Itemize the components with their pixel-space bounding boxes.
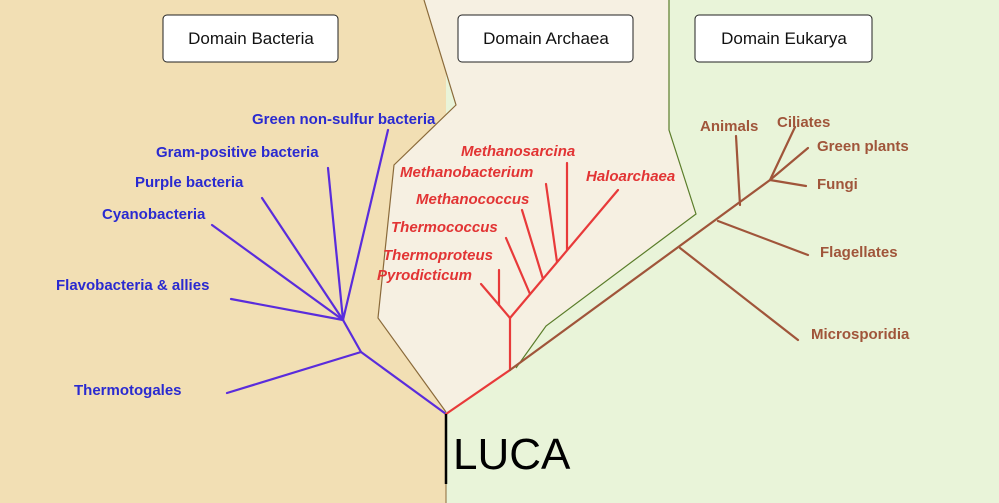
domain-bacteria-label: Domain Bacteria [188,29,314,48]
archaea-region [378,0,696,412]
label-green-plants: Green plants [817,138,909,155]
bacteria-labels: Green non-sulfur bacteria Gram-positive … [56,111,436,399]
label-thermoproteus: Thermoproteus [383,247,493,264]
branch-animals [734,134,742,207]
domain-eukarya-label: Domain Eukarya [721,29,847,48]
branch-luca-to-archaea-eukarya [444,368,512,416]
domain-bacteria-header: Domain Bacteria [162,14,339,63]
branch-fungi [768,178,808,188]
branch-cyanobacteria [210,223,345,322]
branch-thermoproteus [479,282,501,307]
label-haloarchaea: Haloarchaea [586,168,675,185]
branch-thermotogales [225,350,363,395]
branch-bacteria-trunk [359,350,448,416]
archaea-branches [444,161,620,416]
label-ciliates: Ciliates [777,114,830,131]
label-green-non-sulfur: Green non-sulfur bacteria [252,111,436,128]
archaea-border-right [515,0,697,369]
branch-microsporidia [678,246,800,342]
branch-methanococcus [520,208,545,281]
eukarya-labels: Animals Ciliates Green plants Fungi Flag… [700,114,910,343]
branch-crenarchaeota [497,303,512,320]
bacteria-region [0,0,446,503]
label-cyanobacteria: Cyanobacteria [102,206,206,223]
label-thermotogales: Thermotogales [74,382,182,399]
label-thermococcus: Thermococcus [391,219,498,236]
branch-bacteria-inner [341,318,363,354]
domain-archaea-label: Domain Archaea [483,29,609,48]
label-gram-positive: Gram-positive bacteria [156,144,319,161]
domain-archaea-header: Domain Archaea [457,14,634,63]
domain-eukarya-header: Domain Eukarya [694,14,873,63]
archaea-border-left [377,0,457,413]
branch-gram-positive [326,166,345,322]
branch-flavobacteria [229,297,345,322]
branch-green-plants [768,146,810,182]
label-flavobacteria: Flavobacteria & allies [56,277,209,294]
label-methanococcus: Methanococcus [416,191,529,208]
branch-thermococcus [504,236,532,296]
label-pyrodicticum: Pyrodicticum [377,267,472,284]
branch-purple-bacteria [260,196,345,322]
branch-methanobacterium [544,182,559,264]
eukarya-branches [508,125,810,372]
branch-flagellates [716,219,810,257]
archaea-labels: Methanosarcina Methanobacterium Haloarch… [377,143,675,284]
branch-euryarchaeota [508,188,620,320]
label-methanobacterium: Methanobacterium [400,164,533,181]
label-animals: Animals [700,118,758,135]
luca-label: LUCA [453,430,571,479]
label-flagellates: Flagellates [820,244,898,261]
branch-green-non-sulfur [341,128,390,322]
label-microsporidia: Microsporidia [811,326,910,343]
label-fungi: Fungi [817,176,858,193]
bacteria-branches [210,128,448,416]
branch-ciliates [768,125,797,182]
label-purple-bacteria: Purple bacteria [135,174,244,191]
branch-eukarya-trunk [508,178,772,372]
label-methanosarcina: Methanosarcina [461,143,575,160]
